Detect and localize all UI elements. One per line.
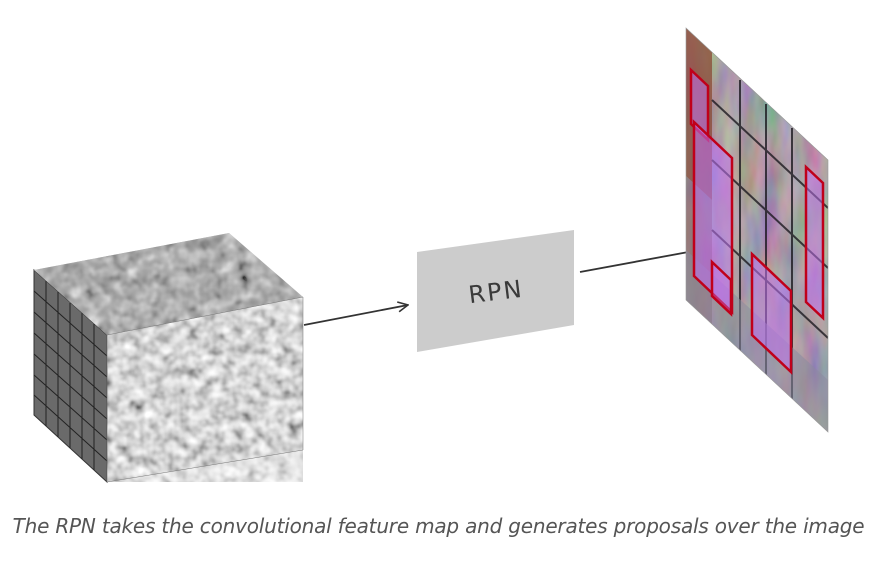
rpn-box: RPN [417, 230, 574, 352]
cube-left-grid [33, 281, 108, 470]
proposal-box [804, 164, 825, 321]
diagram-caption: The RPN takes the convolutional feature … [12, 514, 865, 538]
feature-map-cube-icon [33, 233, 304, 484]
arrow-cube-to-rpn [303, 305, 408, 326]
proposal-boxes [689, 67, 825, 375]
proposal-box [750, 251, 793, 375]
rpn-label: RPN [467, 275, 525, 310]
proposal-box [710, 259, 733, 317]
